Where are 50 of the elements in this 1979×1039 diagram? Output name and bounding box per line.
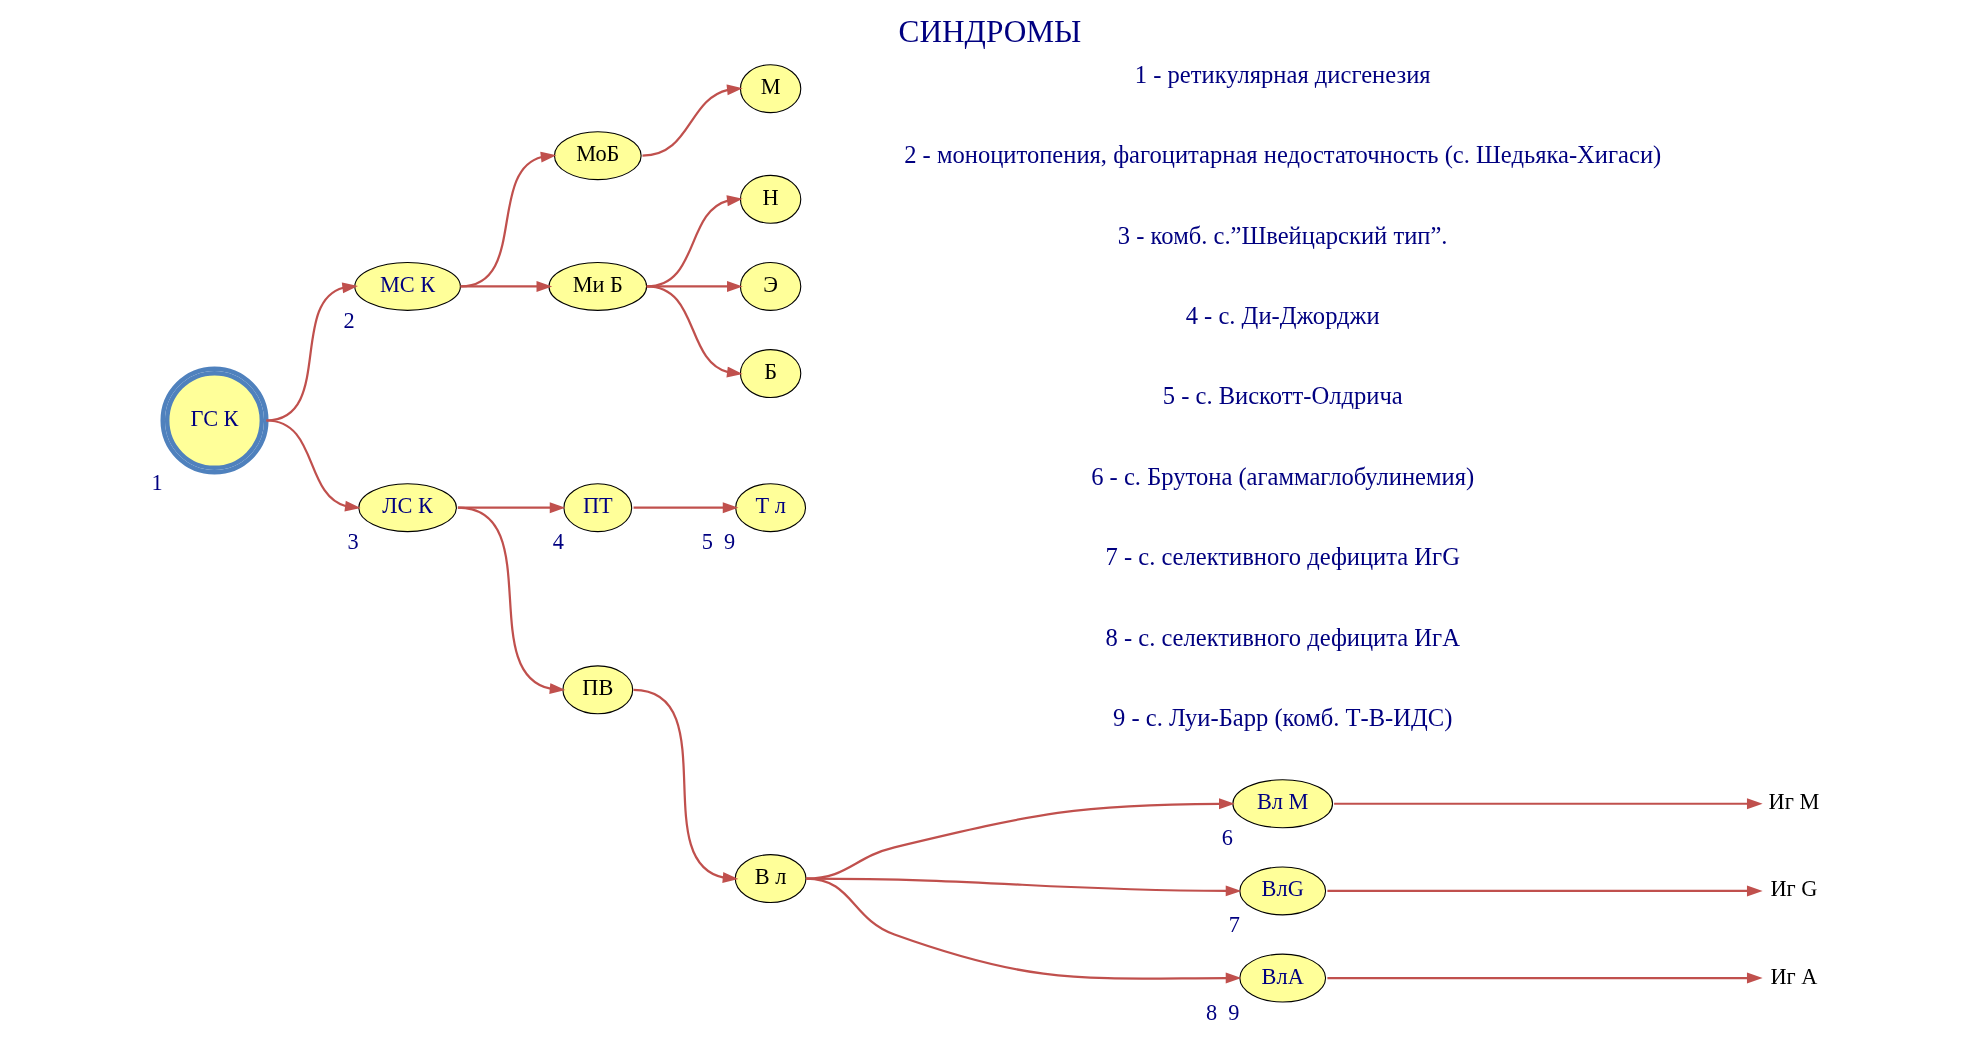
arrow <box>805 877 1241 984</box>
label: 7 - с. селективного дефицита ИгG <box>1104 543 1460 571</box>
arrow <box>632 688 738 883</box>
node-ellipse: Б <box>739 349 801 399</box>
node-label: 6 <box>1221 825 1233 851</box>
arrow <box>633 502 738 514</box>
node-ellipse: ЛС К <box>357 483 457 533</box>
node-ellipse: ПТ <box>562 483 632 533</box>
node-ellipse: Ми Б <box>547 261 647 311</box>
label: 9 - с. Луи-Барр (комб. Т-В-ИДС) <box>1112 704 1452 732</box>
node-label: 2 <box>342 307 355 333</box>
node-ellipse: Вл М <box>1231 779 1333 829</box>
arrow <box>805 877 1241 897</box>
arrow <box>459 151 556 288</box>
label: 6 - с. Брутона (агаммаглобулинемия) <box>1090 462 1474 490</box>
label: 3 - комб. с.”Швейцарский тип”. <box>1117 221 1448 249</box>
node-text: Иг М <box>1768 789 1819 815</box>
node-label: 7 <box>1228 912 1240 938</box>
arrow <box>1326 972 1763 984</box>
node-label: 5 9 <box>701 529 735 555</box>
node-ellipse: В л <box>734 854 806 904</box>
label: 4 - с. Ди-Джорджи <box>1185 301 1380 329</box>
node-ellipse: Н <box>739 174 801 224</box>
node-label: 1 <box>150 470 163 496</box>
label: 1 - ретикулярная дисгенезия <box>1134 60 1431 88</box>
node-text: Иг G <box>1769 876 1817 902</box>
arrow <box>265 419 361 512</box>
label: 8 - с. селективного дефицита ИгА <box>1104 623 1460 651</box>
node-ellipse: М <box>739 64 801 114</box>
node-ellipse: ВлА <box>1238 953 1326 1003</box>
node-ellipse: МоБ <box>553 131 642 181</box>
arrow <box>646 285 743 378</box>
node-label: 4 <box>552 529 564 555</box>
node-text: Иг А <box>1769 963 1817 989</box>
node-ellipse: ВлG <box>1238 866 1326 916</box>
node-ellipse: Э <box>739 261 801 311</box>
label: 2 - моноцитопения, фагоцитарная недостаточность (с. Шедьяка-Хигаси) <box>903 141 1661 169</box>
diagram-title: СИНДРОМЫ <box>898 14 1081 50</box>
label: 5 - с. Вискотт-Олдрича <box>1162 382 1403 410</box>
arrow <box>457 506 565 695</box>
arrow <box>460 280 552 292</box>
node-circle: ГС К <box>160 366 269 475</box>
arrow <box>641 84 743 157</box>
arrow <box>1326 885 1763 897</box>
node-label: 8 9 <box>1205 999 1239 1025</box>
node-ellipse: ПВ <box>561 665 633 715</box>
node-ellipse: Т л <box>734 483 806 533</box>
node-ellipse: МС К <box>353 261 461 311</box>
node-label: 3 <box>346 529 359 555</box>
arrow <box>1333 798 1763 810</box>
